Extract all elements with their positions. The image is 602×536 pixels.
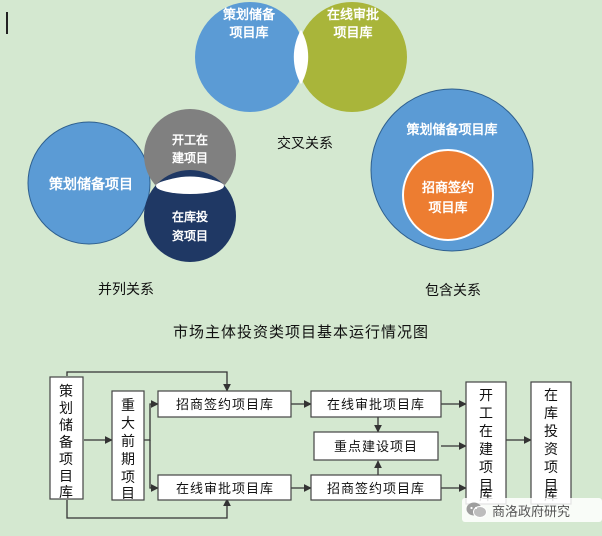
parallel-bottom-text-2: 资项目 [172,228,208,243]
watermark: 商洛政府研究 [462,498,602,522]
intersect-right-circle [297,2,407,112]
node-cehua-box [49,376,84,500]
svg-text:项: 项 [59,452,73,468]
svg-text:项: 项 [121,470,135,486]
parallel-label: 并列关系 [98,282,154,298]
intersect-right-text-2: 项目库 [333,25,372,41]
svg-text:在: 在 [544,388,558,404]
node-zhaoshang-top-text: 招商签约项目库 [176,397,274,413]
contain-inner-text-2: 项目库 [428,200,467,216]
node-zaixian-top-text: 在线审批项目库 [327,397,425,413]
node-zhaoshang-bot-text: 招商签约项目库 [327,481,425,497]
parallel-bottom-text-1: 在库投 [172,209,208,224]
node-zaixian-bot-box [157,474,292,501]
node-zhaoshang-bot-box [310,474,442,501]
svg-text:储: 储 [59,418,73,434]
node-zaiku-text: 在 库 投 资 项 目 库 [544,388,558,504]
relationship-diagrams: 策划储备 项目库 在线审批 项目库 策划储备项目 开工在 建项目 在库投 资项目… [27,2,534,262]
parallel-big-circle [27,121,151,245]
svg-text:前: 前 [121,433,135,450]
node-zaiku-box [530,381,572,505]
node-cehua-text: 策 划 储 备 项 目 库 [59,383,73,501]
node-kaigong-text: 开 工 在 建 项 目 库 [479,388,493,504]
intersect-left-text-2: 项目库 [229,25,268,41]
svg-text:划: 划 [59,401,73,417]
flow-title: 市场主体投资类项目基本运行情况图 [172,323,429,341]
svg-text:项: 项 [544,460,558,476]
parallel-gap [156,178,224,194]
node-zhongda-text: 重 大 前 期 项 目 [121,398,135,502]
svg-text:备: 备 [59,434,73,451]
contain-diagram: 策划储备项目库 招商签约 项目库 [370,88,534,252]
intersect-right-text-1: 在线审批 [327,7,379,23]
svg-text:重: 重 [121,398,135,414]
parallel-bottom-circle [144,170,236,262]
svg-text:库: 库 [544,406,558,422]
contain-label: 包含关系 [425,283,481,299]
parallel-top-text-1: 开工在 [172,132,208,147]
svg-text:目: 目 [121,486,135,502]
parallel-big-text: 策划储备项目 [48,176,133,193]
svg-text:库: 库 [59,485,73,501]
node-zaixian-top-box [310,390,442,418]
node-zhongdian-box [313,431,439,461]
node-zhongda-box [111,390,145,501]
svg-text:资: 资 [544,442,558,458]
svg-text:大: 大 [121,416,135,432]
svg-text:投: 投 [544,424,558,440]
svg-text:目: 目 [59,469,73,485]
contain-inner-circle [402,149,494,241]
svg-text:项: 项 [479,460,493,476]
parallel-diagram: 策划储备项目 开工在 建项目 在库投 资项目 [27,109,236,262]
svg-text:目: 目 [479,478,493,494]
svg-text:期: 期 [121,452,135,468]
contain-outer-text: 策划储备项目库 [406,122,497,138]
node-zhongdian-text: 重点建设项目 [334,439,418,455]
svg-text:目: 目 [544,478,558,494]
wechat-icon [466,502,487,518]
intersect-label: 交叉关系 [277,136,333,152]
svg-text:工: 工 [479,406,493,422]
contain-inner-text-1: 招商签约 [422,180,474,196]
parallel-top-text-2: 建项目 [171,150,208,165]
watermark-text: 商洛政府研究 [492,505,571,520]
svg-text:开: 开 [479,388,493,404]
intersect-left-text-1: 策划储备 [223,7,276,23]
node-zhaoshang-top-box [157,390,292,418]
svg-text:建: 建 [479,442,493,458]
node-zaixian-bot-text: 在线审批项目库 [176,481,274,497]
svg-text:在: 在 [479,424,493,440]
svg-text:策: 策 [59,383,73,400]
text-cursor [6,12,8,34]
intersect-left-circle [195,2,305,112]
flowchart: 策 划 储 备 项 目 库 重 大 前 期 项 目 开 工 在 建 项 目 库 … [49,371,572,519]
node-kaigong-box [465,381,507,505]
intersect-diagram: 策划储备 项目库 在线审批 项目库 [195,2,407,112]
